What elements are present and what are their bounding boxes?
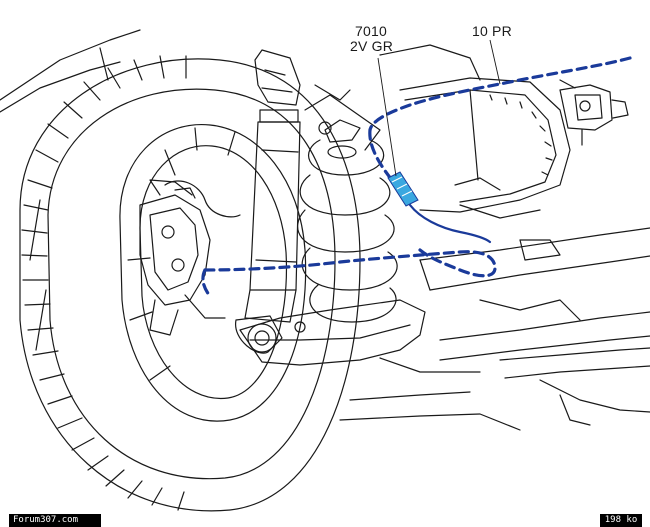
coil-spring: [297, 119, 398, 323]
leader-lines: [377, 39, 501, 177]
underbody-panel: [379, 44, 571, 219]
exhaust-pipe: [339, 347, 650, 431]
brake-line: [164, 180, 241, 218]
label-connector-desc: 2V GR: [350, 38, 394, 54]
rear-crossmember: [419, 227, 650, 361]
tire: [19, 55, 361, 512]
footer-size: 198 ko: [600, 514, 642, 527]
body-mount: [559, 79, 629, 146]
connector-icon: [387, 171, 419, 207]
lower-control-arm: [239, 299, 481, 373]
body-panel: [0, 29, 141, 113]
label-connector-code: 7010: [355, 23, 387, 39]
brake-caliper: [139, 179, 226, 336]
sensor-wire: [408, 203, 492, 244]
label-connector-ref: 10 PR: [472, 23, 512, 39]
wheel-rim: [119, 124, 307, 422]
wiring-harness: [201, 56, 632, 298]
footer-site: Forum307.com: [9, 514, 101, 527]
shock-absorber: [235, 49, 301, 354]
strut-mount: [304, 84, 381, 151]
